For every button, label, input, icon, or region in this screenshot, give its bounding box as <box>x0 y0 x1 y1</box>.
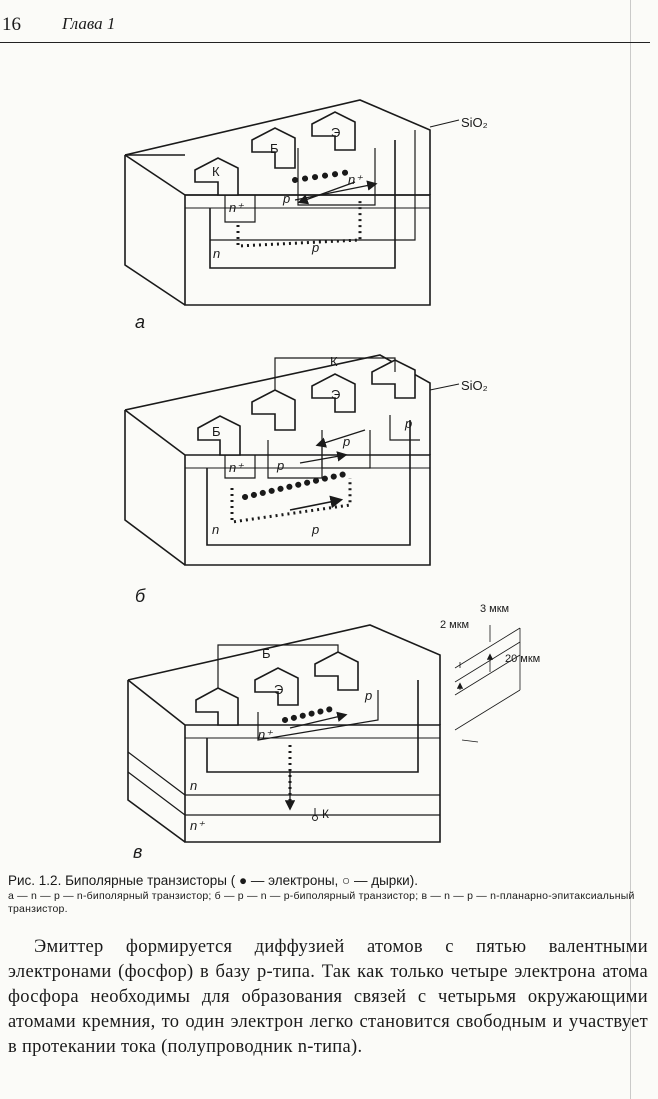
fig-b-p-right: p <box>404 416 412 431</box>
fig-v-base-label: Б <box>262 646 271 661</box>
dim-20um: 20 мкм <box>505 653 540 665</box>
dim-2um: 2 мкм <box>440 619 469 631</box>
figure-b-diagram <box>124 354 460 566</box>
fig-b-p-left: p <box>276 458 284 473</box>
caption-main: Рис. 1.2. Биполярные транзисторы ( ● — э… <box>8 873 418 888</box>
fig-v-p: p <box>364 688 372 703</box>
chapter-title: Глава 1 <box>62 14 116 33</box>
fig-b-collector: К <box>330 354 338 369</box>
transistor-figures: SiO₂ К Б Э n⁺ n⁺ p p n а <box>124 99 540 862</box>
page-edge-line <box>630 0 631 1099</box>
fig-b-p-mid: p <box>342 434 350 449</box>
page-header: 16 Глава 1 <box>0 8 658 43</box>
fig-b-p-lower: p <box>311 522 319 537</box>
fig-a-letter: а <box>135 312 145 332</box>
caption-sub: а — n — p — n-биполярный транзистор; б —… <box>8 890 635 915</box>
fig-b-letter: б <box>135 586 146 606</box>
fig-v-collector: К <box>322 807 329 821</box>
fig-a-n: n <box>213 246 220 261</box>
fig-b-n-plus: n⁺ <box>229 460 244 475</box>
fig-v-emitter: Э <box>274 682 283 697</box>
figure-a-diagram <box>124 99 460 306</box>
fig-b-n: n <box>212 522 219 537</box>
page-number: 16 <box>2 14 21 35</box>
figure-v-diagram <box>127 624 521 843</box>
fig-v-n-plus-substrate: n⁺ <box>190 818 205 833</box>
fig-b-emitter: Э <box>331 387 340 402</box>
fig-v-n-plus: n⁺ <box>258 727 273 742</box>
fig-a-sio2: SiO₂ <box>461 115 488 130</box>
fig-b-base: Б <box>212 424 221 439</box>
dim-3um: 3 мкм <box>480 603 509 615</box>
fig-a-emitter: Э <box>331 125 340 140</box>
fig-v-letter: в <box>133 842 142 862</box>
body-paragraph: Эмиттер формируется диффузией атомов с п… <box>8 937 648 1057</box>
header-rule <box>0 42 650 43</box>
fig-v-n: n <box>190 778 197 793</box>
figure-caption: Рис. 1.2. Биполярные транзисторы ( ● — э… <box>8 873 648 916</box>
fig-a-n-plus-right: n⁺ <box>348 172 363 187</box>
fig-a-p-upper: p <box>282 191 290 206</box>
fig-a-n-plus-left: n⁺ <box>229 200 244 215</box>
fig-a-p-lower: p <box>311 240 319 255</box>
fig-b-sio2: SiO₂ <box>461 378 488 393</box>
fig-a-base: Б <box>270 141 279 156</box>
fig-a-collector: К <box>212 164 220 179</box>
